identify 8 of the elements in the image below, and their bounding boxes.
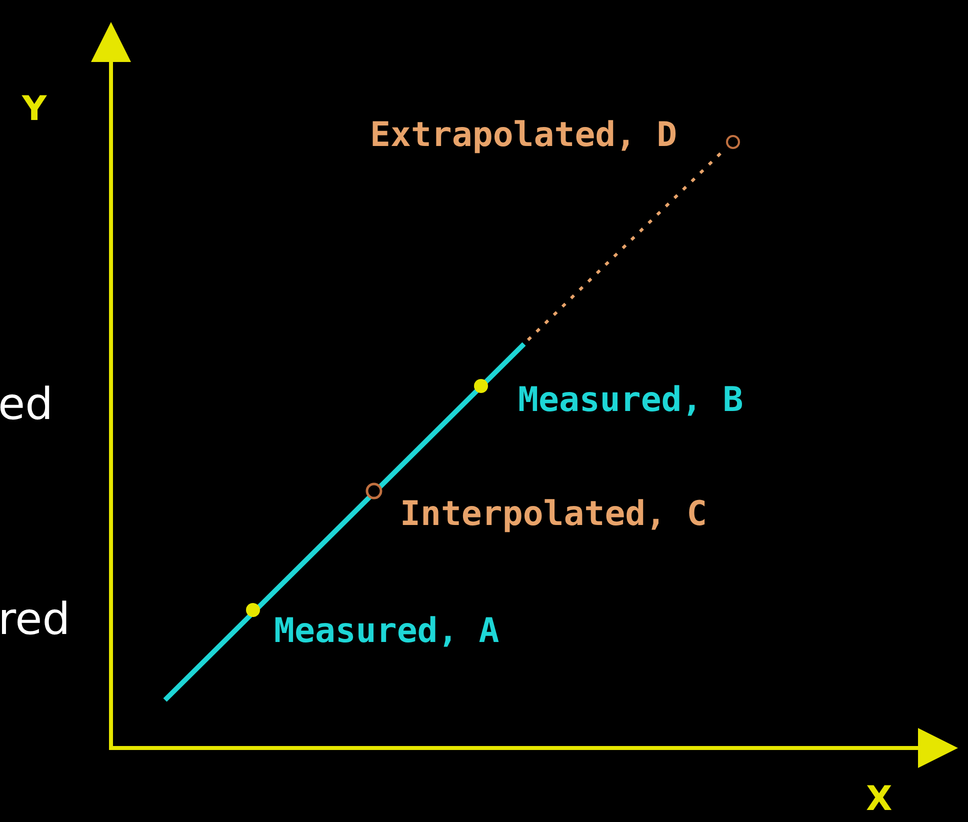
- axis-label: Y: [22, 92, 47, 126]
- slide-text: ed: [0, 383, 53, 427]
- slide-text: red: [0, 598, 70, 642]
- axis-label: X: [866, 782, 892, 816]
- point-label: Measured, A: [274, 614, 500, 648]
- point-label: Interpolated, C: [400, 497, 708, 531]
- point-label: Measured, B: [518, 383, 744, 417]
- point-label: Extrapolated, D: [370, 118, 678, 152]
